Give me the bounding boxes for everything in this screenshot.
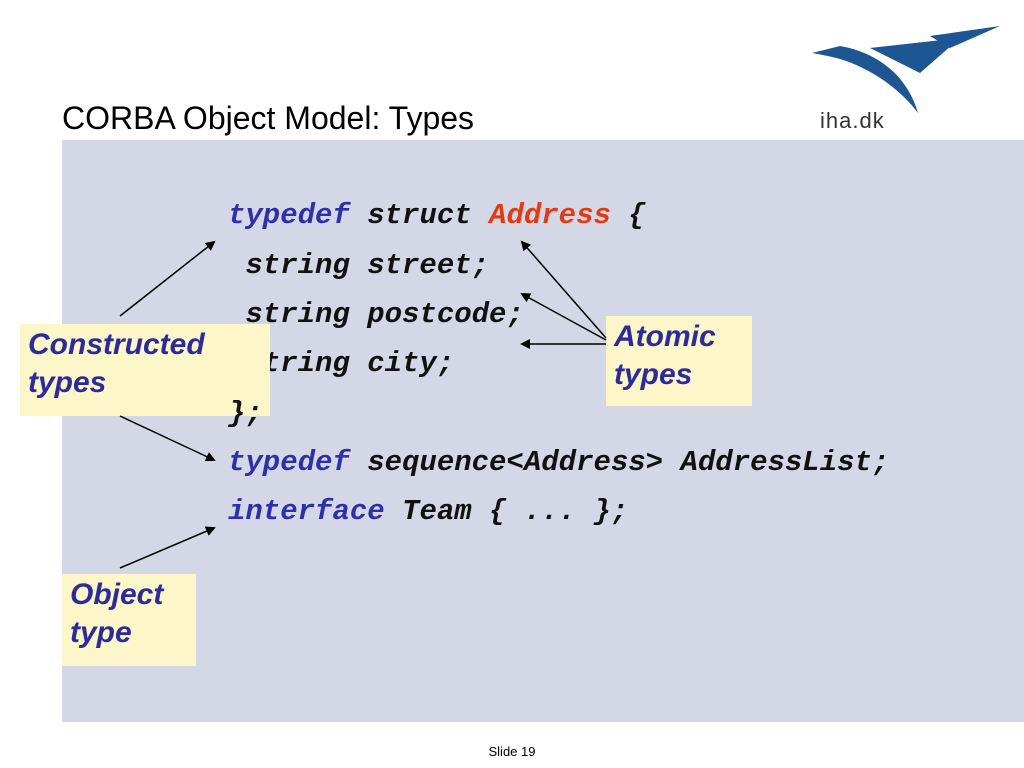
struct-name: Address — [489, 199, 611, 232]
keyword-interface: interface — [228, 495, 385, 528]
slide-title: CORBA Object Model: Types — [62, 100, 475, 136]
content-panel — [62, 140, 1024, 722]
code-line-3: string postcode; — [228, 298, 524, 331]
label-constructed-types: Constructed types — [20, 324, 270, 416]
keyword-typedef: typedef — [228, 199, 350, 232]
iha-logo-icon — [812, 26, 1000, 113]
label-line: Atomic — [614, 320, 716, 353]
label-object-type: Object type — [62, 574, 196, 666]
code-line-5: }; — [228, 397, 263, 430]
code-text: { — [610, 199, 646, 232]
code-line-1: typedef struct Address { — [228, 198, 646, 234]
logo-text: iha.dk — [820, 108, 885, 133]
label-line: Constructed — [28, 328, 205, 361]
label-atomic-types: Atomic types — [606, 316, 752, 406]
label-line: Object — [70, 578, 164, 611]
code-text: struct — [349, 199, 490, 232]
slide-number: Slide 19 — [488, 744, 536, 759]
label-line: type — [70, 616, 132, 649]
code-line-6: typedef sequence<Address> AddressList; — [228, 445, 889, 481]
label-line: types — [28, 366, 107, 399]
code-text: Team { ... }; — [384, 495, 629, 528]
code-line-2: string street; — [228, 249, 490, 282]
keyword-typedef: typedef — [228, 446, 350, 479]
label-line: types — [614, 358, 693, 391]
code-text: sequence<Address> AddressList; — [349, 446, 890, 479]
code-line-7: interface Team { ... }; — [228, 494, 628, 530]
